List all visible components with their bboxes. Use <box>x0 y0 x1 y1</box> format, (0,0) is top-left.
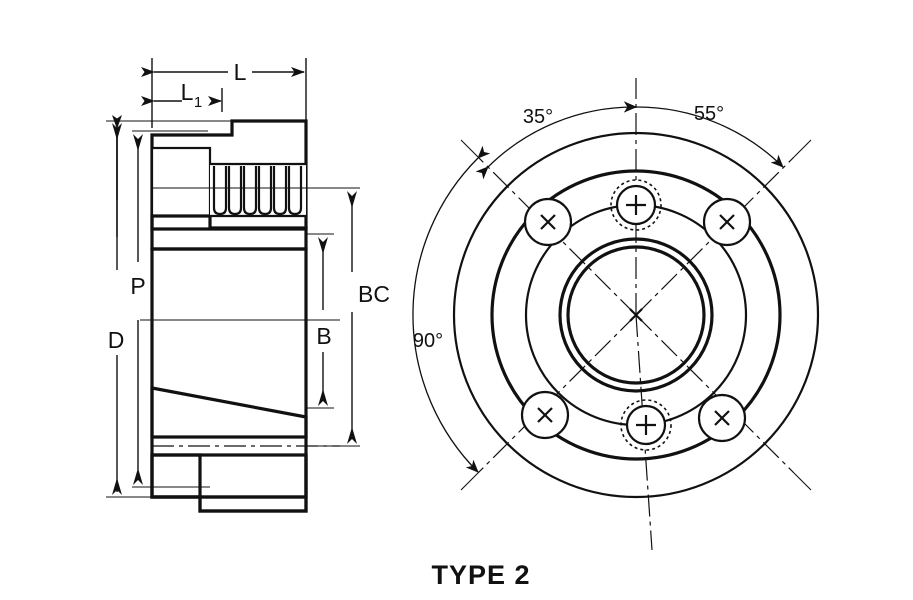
drawing-title: TYPE 2 <box>431 560 530 590</box>
arrowhead-B-bottom <box>318 389 328 406</box>
angle-label-35: 35° <box>523 106 553 128</box>
dimension-label-L1: L <box>181 79 194 105</box>
hole-top-dashed-ring <box>610 179 662 231</box>
angle-dimension-55: 55° <box>623 101 784 168</box>
radial-ext-lower-right <box>793 472 812 491</box>
dimension-P: P <box>130 134 146 485</box>
thread-profile <box>212 166 228 216</box>
hole-bottom-marked <box>620 399 672 451</box>
hole-lower-left-x-b <box>537 407 553 423</box>
bottom-flange-helper <box>150 453 308 513</box>
arrowhead-D-bottom <box>112 478 122 495</box>
bottom-hatched-flange <box>150 453 308 513</box>
radial-ext-upper-left <box>460 139 479 158</box>
hole-top-marked <box>610 179 662 231</box>
hole-lower-right-plain <box>697 393 747 443</box>
angle-dimension-35: 35° <box>475 101 637 180</box>
angle-arc-55 <box>623 101 784 168</box>
thread-profile-group <box>212 166 303 216</box>
dimension-label-L: L <box>234 59 247 85</box>
hole-upper-right-x-b <box>719 214 735 230</box>
angle-label-90: 90° <box>413 330 443 352</box>
angle-dimension-90: 90° <box>412 145 491 473</box>
thread-profile <box>272 166 288 216</box>
thread-profile <box>242 166 258 216</box>
arrowhead-BC-bottom <box>347 427 357 444</box>
hub-body-outline <box>150 247 308 499</box>
dimension-label-BC: BC <box>358 281 390 307</box>
dimension-label-B: B <box>316 323 331 349</box>
radial-ext-upper-right <box>793 139 812 158</box>
hole-upper-left-plain <box>523 197 573 247</box>
upper-counterbore-relief <box>150 146 212 218</box>
lower-taper-hatched <box>150 386 308 439</box>
upper-taper-hatched <box>150 214 308 251</box>
angle-arc-90 <box>412 145 491 473</box>
circular-face-view: 35° 55° 90° <box>412 78 820 551</box>
dimension-D: D <box>108 115 125 495</box>
dimension-L: L <box>141 58 307 128</box>
dimension-label-D: D <box>108 327 125 353</box>
centerline-hole-lower-right <box>635 314 795 474</box>
thread-profile <box>227 166 243 216</box>
thread-profile <box>287 166 303 216</box>
hole-upper-left-x-b <box>540 214 556 230</box>
radial-extension-lines <box>460 139 812 491</box>
hole-upper-right-plain <box>702 197 752 247</box>
radial-ext-lower-left <box>460 472 479 491</box>
bore-inner-circle <box>566 245 706 385</box>
thread-profile <box>257 166 273 216</box>
angle-label-55: 55° <box>694 103 724 125</box>
dimension-label-P: P <box>130 273 145 299</box>
dimension-BC: BC <box>347 191 390 444</box>
dimension-label-L1-subscript: 1 <box>194 94 202 111</box>
hole-lower-right-x-b <box>714 410 730 426</box>
cross-section-view: L L 1 <box>106 58 390 513</box>
hole-lower-left-plain <box>520 390 570 440</box>
dimension-B: B <box>316 237 332 406</box>
hole-bottom-dashed-ring <box>620 399 672 451</box>
dimension-L1: L 1 <box>141 79 223 112</box>
arrowhead-P-bottom <box>133 468 143 485</box>
centerline-hole-lower-left <box>477 314 637 474</box>
angle-arc-35 <box>475 101 637 180</box>
